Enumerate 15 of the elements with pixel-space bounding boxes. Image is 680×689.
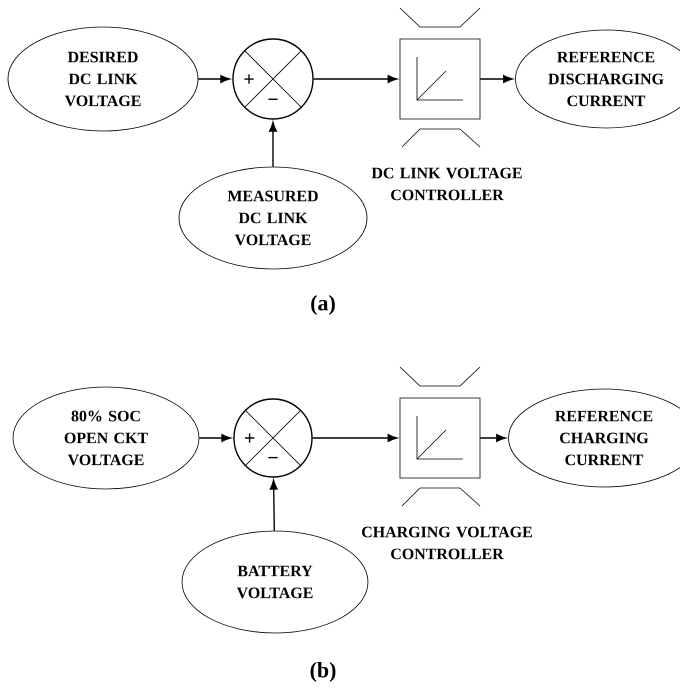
controller-box: [400, 398, 480, 478]
controller-label: DC LINK VOLTAGE CONTROLLER: [372, 168, 522, 200]
arrow: [269, 122, 277, 167]
arrow: [198, 75, 230, 83]
arrow: [480, 75, 513, 83]
arrow: [270, 480, 278, 531]
summing-junction: + −: [232, 38, 314, 120]
arrow: [314, 75, 398, 83]
summing-junction: + −: [233, 398, 313, 478]
arrow: [480, 434, 506, 442]
arrow: [312, 434, 398, 442]
panel-label: (b): [310, 662, 336, 682]
controller-box: [400, 38, 480, 120]
arrow: [199, 434, 232, 442]
panel-label: (a): [311, 295, 335, 315]
